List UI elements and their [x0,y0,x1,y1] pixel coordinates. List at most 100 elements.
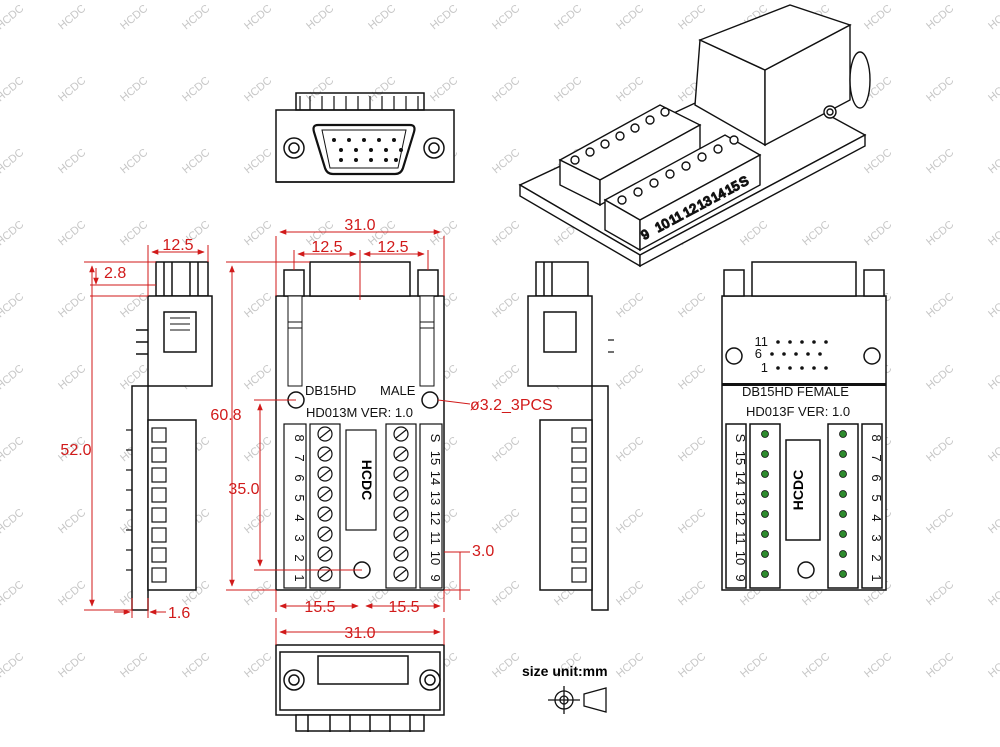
watermark-text: HCDC [614,363,646,393]
female-pin-right-number: 8 [869,434,884,441]
watermark-text: HCDC [738,651,770,681]
female-pin-left-number: 14 [733,471,748,485]
face-pin-dot [812,340,816,344]
watermark-text: HCDC [676,3,708,33]
watermark-text: HCDC [614,651,646,681]
watermark-text: HCDC [242,75,274,105]
dim-bottom-left: 15.5 [304,599,335,616]
terminal-contact [839,430,847,438]
right-side-view [527,261,614,611]
terminal-contact [839,570,847,578]
face-pin-dot [824,340,828,344]
watermark-text: HCDC [986,219,1000,249]
watermark-text: HCDC [924,507,956,537]
male-pin-left-number: 5 [292,494,307,501]
terminal-contact [761,550,769,558]
dim-bottom-right: 15.5 [388,599,419,616]
watermark-text: HCDC [614,291,646,321]
watermark-text: HCDC [56,3,88,33]
left-side-view [126,261,213,611]
female-pin-left-number: 13 [733,491,748,505]
screw-slot [319,449,331,459]
terminal-contact [761,490,769,498]
watermark-text: HCDC [0,435,26,465]
male-pin-right-number: 13 [428,491,443,505]
watermark-text: HCDC [924,651,956,681]
dim-side-offset: 2.8 [104,265,126,282]
terminal-contact [839,490,847,498]
watermark-text: HCDC [862,147,894,177]
face-row-number: 1 [761,360,768,375]
left-side-terminals [126,427,167,583]
male-pin-right-number: 12 [428,511,443,525]
watermark-text: HCDC [56,579,88,609]
watermark-text: HCDC [180,147,212,177]
watermark-text: HCDC [986,651,1000,681]
iso-terminal-number: 14 [708,185,728,205]
watermark-text: HCDC [552,3,584,33]
watermark-text: HCDC [118,651,150,681]
watermark-text: HCDC [242,147,274,177]
watermark-text: HCDC [676,435,708,465]
female-brand-vertical-label: HCDC [790,470,806,510]
watermark-text: HCDC [614,75,646,105]
female-pin-left-number: 11 [733,531,748,545]
face-pin-dot [794,352,798,356]
dim-top-width: 31.0 [344,217,375,234]
watermark-text: HCDC [800,651,832,681]
terminal-contact [839,530,847,538]
watermark-text: HCDC [242,3,274,33]
male-pin-left-number: 7 [292,454,307,461]
face-row-number: 6 [755,346,762,361]
watermark-text: HCDC [490,291,522,321]
face-pin-dot [806,352,810,356]
male-model-label: DB15HD [305,383,356,398]
watermark-text: HCDC [56,219,88,249]
watermark-text: HCDC [924,3,956,33]
iso-terminal-number: 15 [722,178,742,198]
screw-slot [395,429,407,439]
male-pin-right-number: 10 [428,551,443,565]
face-pin-dot [824,366,828,370]
male-pin-left-number: 1 [292,574,307,581]
male-terminal-blocks [283,423,443,589]
top-face-holes [332,138,403,162]
face-pin-dot [770,352,774,356]
male-pin-right-number: 11 [428,531,443,545]
screw-slot [319,429,331,439]
male-pin-right-number: S [428,434,443,443]
screw-slot [319,489,331,499]
dim-right-half: 12.5 [377,239,408,256]
dim-total-height: 60.8 [210,407,241,424]
watermark-text: HCDC [118,147,150,177]
watermark-text: HCDC [0,651,26,681]
watermark-text: HCDC [676,363,708,393]
male-pin-left-number: 8 [292,434,307,441]
watermark-text: HCDC [118,75,150,105]
screw-slot [319,529,331,539]
dim-side-height: 52.0 [60,442,91,459]
watermark-text: HCDC [304,3,336,33]
male-version-label: HD013M VER: 1.0 [306,405,413,420]
terminal-contact [839,450,847,458]
screw-slot [395,529,407,539]
watermark-text: HCDC [986,3,1000,33]
watermark-text: HCDC [924,219,956,249]
watermark-text: HCDC [676,579,708,609]
female-pin-right-number: 7 [869,454,884,461]
male-pin-left-number: 3 [292,534,307,541]
male-screws [317,426,409,582]
hole-note: ø3.2_3PCS [470,397,553,414]
female-pin-right-number: 6 [869,474,884,481]
watermark-text: HCDC [56,507,88,537]
dim-bottom-width: 31.0 [344,625,375,642]
face-pin-dot [800,366,804,370]
watermark-text: HCDC [490,507,522,537]
watermark-text: HCDC [490,435,522,465]
watermark-text: HCDC [0,75,26,105]
watermark-text: HCDC [986,507,1000,537]
terminal-contact [839,510,847,518]
watermark-text: HCDC [490,3,522,33]
upper-screws [570,107,670,165]
